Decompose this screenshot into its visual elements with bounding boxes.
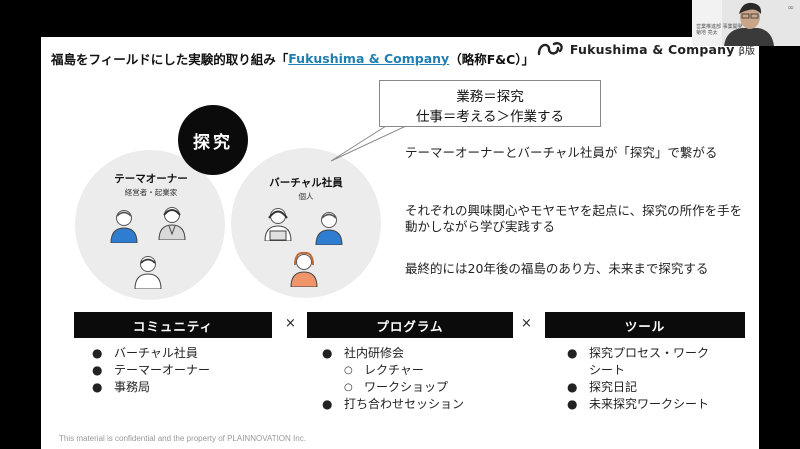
bullet-icon: ●	[322, 346, 333, 360]
bullet-icon: ●	[567, 397, 578, 411]
speaker-name-label: 営業推進部 事業開発 菊地 亮太	[696, 24, 743, 36]
list-item-text: 未来探究ワークシート	[589, 397, 710, 411]
list-item-text: 探究日記	[589, 380, 638, 394]
list-item-text: 打ち合わせセッション	[344, 397, 465, 411]
bullet-icon: ●	[92, 363, 103, 377]
list-subitem: ○ レクチャー	[316, 362, 464, 379]
list-item-text: 社内研修会	[344, 346, 405, 360]
speaker-name: 菊地 亮太	[696, 30, 718, 36]
theme-owner-title: テーマオーナー	[114, 173, 188, 185]
list-subitem: ○ ワークショップ	[316, 379, 464, 396]
hollow-bullet-icon: ○	[344, 365, 353, 376]
person-icon	[315, 212, 343, 245]
callout-box: 業務＝探究 仕事＝考える＞作業する	[379, 80, 601, 127]
callout-line: 仕事＝考える＞作業する	[415, 109, 565, 125]
speaker-video-tile[interactable]: 営業推進部 事業開発 菊地 亮太 ∞	[692, 0, 800, 46]
list-item: ● 探究プロセス・ワーク	[561, 345, 709, 362]
bullet-icon: ●	[567, 346, 578, 360]
body-text: テーマーオーナーとバーチャル社員が「探究」で繋がる	[405, 145, 718, 160]
hollow-bullet-icon: ○	[344, 382, 353, 393]
community-list: ● バーチャル社員 ● テーマーオーナー ● 事務局	[86, 345, 210, 396]
bullet-icon: ●	[92, 346, 103, 360]
list-item-text: バーチャル社員	[114, 346, 198, 360]
bullet-icon: ●	[92, 380, 103, 394]
title-suffix: （略称F&C）」	[449, 51, 535, 67]
list-item: ● 事務局	[86, 379, 210, 396]
program-list: ● 社内研修会 ○ レクチャー ○ ワークショップ ● 打ち合わせセッション	[316, 345, 464, 413]
times-symbol: ×	[521, 316, 532, 331]
title-link[interactable]: Fukushima & Company	[288, 50, 450, 66]
times-symbol: ×	[285, 316, 296, 331]
list-item: ● テーマーオーナー	[86, 362, 210, 379]
virtual-employee-subtitle: 個人	[298, 192, 314, 201]
infinity-logo-icon: ∞	[787, 3, 794, 12]
list-item: ● 未来探究ワークシート	[561, 396, 709, 413]
list-item: ● 探究日記	[561, 379, 709, 396]
list-item: ● 打ち合わせセッション	[316, 396, 464, 413]
body-text: それぞれの興味関心やモヤモヤを起点に、探究の所作を手を動かしながら学び実践する	[405, 203, 743, 234]
inquiry-circle: 探究	[178, 105, 248, 175]
tools-header: ツール	[545, 312, 745, 338]
brand-logo-icon	[537, 42, 563, 56]
theme-owner-subtitle: 経営者・起業家	[124, 188, 178, 197]
virtual-employee-title: バーチャル社員	[269, 177, 343, 189]
brand-beta: β版	[738, 45, 755, 57]
list-item-text: テーマーオーナー	[114, 363, 211, 377]
person-icon	[158, 207, 186, 240]
callout-line: 業務＝探究	[456, 89, 524, 105]
slide: 福島をフィールドにした実験的取り組み「 Fukushima & Company …	[41, 37, 759, 449]
body-text: 最終的には20年後の福島のあり方、未来まで探究する	[405, 261, 709, 276]
speaker-title: 営業推進部 事業開発	[696, 24, 743, 30]
person-icon	[110, 210, 138, 243]
list-item-text: ワークショップ	[364, 380, 449, 394]
bullet-icon: ●	[322, 397, 333, 411]
tools-list: ● 探究プロセス・ワーク シート ● 探究日記 ● 未来探究ワークシート	[561, 345, 709, 413]
slide-title: 福島をフィールドにした実験的取り組み「 Fukushima & Company …	[51, 46, 751, 70]
list-item-text: レクチャー	[364, 363, 424, 377]
bullet-icon: ●	[567, 380, 578, 394]
list-item-text: 事務局	[114, 380, 151, 394]
community-header: コミュニティ	[74, 312, 272, 338]
person-icon	[134, 256, 162, 289]
confidential-footer: This material is confidential and the pr…	[59, 434, 306, 443]
list-item-text: 探究プロセス・ワーク	[589, 346, 710, 360]
list-item: ● 社内研修会	[316, 345, 464, 362]
person-with-laptop-icon	[264, 208, 292, 241]
speaker-avatar	[692, 0, 800, 46]
list-item-continuation: シート	[589, 363, 626, 377]
list-item: ● バーチャル社員	[86, 345, 210, 362]
person-icon	[290, 251, 318, 287]
program-header: プログラム	[307, 312, 513, 338]
title-prefix: 福島をフィールドにした実験的取り組み「	[51, 51, 289, 67]
